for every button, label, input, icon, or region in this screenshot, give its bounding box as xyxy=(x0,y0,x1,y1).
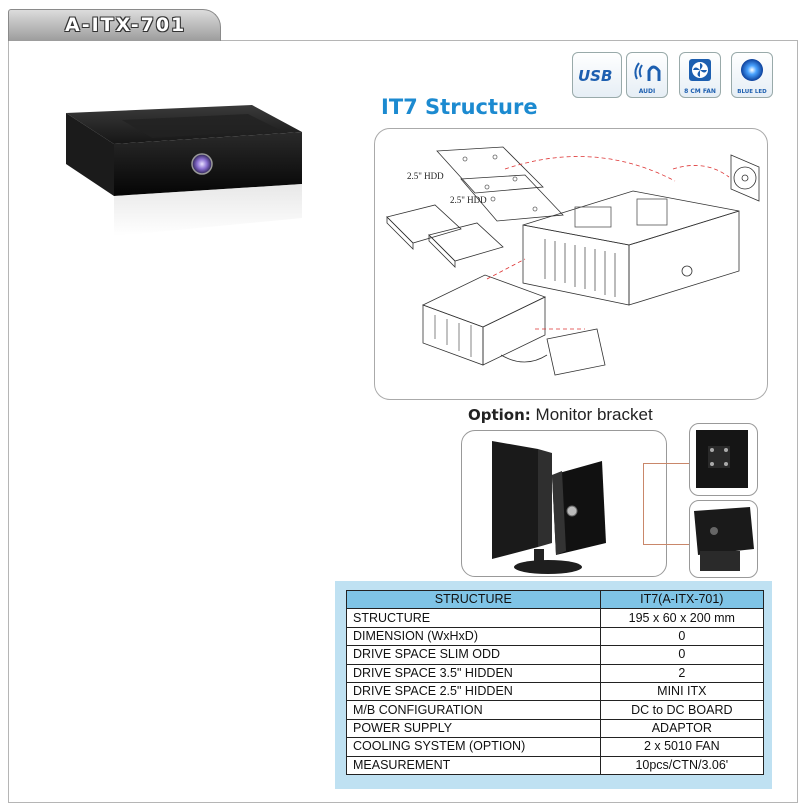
structure-diagram-box: 2.5" HDD 2.5" HDD xyxy=(374,128,768,400)
bracket-detail-photo-2 xyxy=(689,500,758,578)
blue-led-label: BLUE LED xyxy=(737,89,767,95)
row-value: MINI ITX xyxy=(599,681,765,702)
row-label: POWER SUPPLY xyxy=(346,718,601,739)
row-label: DRIVE SPACE SLIM ODD xyxy=(346,645,601,665)
table-header-row: STRUCTURE IT7(A-ITX-701) xyxy=(346,589,765,610)
model-title-tab: A-ITX-701 xyxy=(8,9,221,41)
row-value: 2 x 5010 FAN xyxy=(599,737,765,757)
bracket-detail-photo-1 xyxy=(689,423,758,496)
row-label: STRUCTURE xyxy=(346,608,601,628)
feature-fan: 8 CM FAN xyxy=(679,52,721,98)
table-row: DIMENSION (WxHxD)0 xyxy=(346,626,765,647)
row-value: 2 xyxy=(599,663,765,683)
product-photo xyxy=(66,105,302,236)
monitor-bracket-photo xyxy=(461,430,667,577)
feature-usb: USB xyxy=(572,52,622,98)
structure-title: IT7 Structure xyxy=(381,95,538,119)
row-value: ADAPTOR xyxy=(599,718,765,739)
blue-led-icon xyxy=(741,59,763,81)
hdd-callout-1: 2.5" HDD xyxy=(407,171,444,181)
exploded-structure-diagram xyxy=(386,146,760,376)
usb-icon: USB xyxy=(578,67,613,85)
feature-audio: AUDI xyxy=(626,52,668,98)
row-value: 0 xyxy=(599,626,765,647)
row-label: DRIVE SPACE 2.5" HIDDEN xyxy=(346,681,601,702)
fan-label: 8 CM FAN xyxy=(684,88,716,95)
row-value: DC to DC BOARD xyxy=(599,700,765,720)
bracket-back-image xyxy=(696,430,748,488)
connector-line-vertical xyxy=(643,463,644,544)
row-value: 0 xyxy=(599,645,765,665)
audio-icon xyxy=(634,62,661,81)
table-header-structure: STRUCTURE xyxy=(346,589,601,610)
option-label: Option: xyxy=(468,406,531,424)
row-label: M/B CONFIGURATION xyxy=(346,700,601,720)
row-value: 195 x 60 x 200 mm xyxy=(599,608,765,628)
row-label: MEASUREMENT xyxy=(346,755,601,775)
monitor-with-pc-image xyxy=(492,441,606,574)
row-label: DRIVE SPACE 3.5" HIDDEN xyxy=(346,663,601,683)
bracket-side-image xyxy=(694,507,754,571)
table-header-model: IT7(A-ITX-701) xyxy=(599,589,765,610)
hdd-callout-2: 2.5" HDD xyxy=(450,195,487,205)
connector-line-top xyxy=(643,463,689,464)
row-value: 10pcs/CTN/3.06' xyxy=(599,755,765,775)
connector-line-bottom xyxy=(643,544,689,545)
row-label: DIMENSION (WxHxD) xyxy=(346,626,601,647)
model-title: A-ITX-701 xyxy=(65,14,187,36)
table-row: COOLING SYSTEM (OPTION)2 x 5010 FAN xyxy=(346,737,765,757)
audio-label: AUDI xyxy=(638,88,656,95)
fan-icon xyxy=(689,59,711,81)
option-text: Monitor bracket xyxy=(535,405,653,424)
row-label: COOLING SYSTEM (OPTION) xyxy=(346,737,601,757)
page-frame xyxy=(8,40,798,803)
feature-blue-led: BLUE LED xyxy=(731,52,773,98)
option-line: Option: Monitor bracket xyxy=(468,405,653,425)
